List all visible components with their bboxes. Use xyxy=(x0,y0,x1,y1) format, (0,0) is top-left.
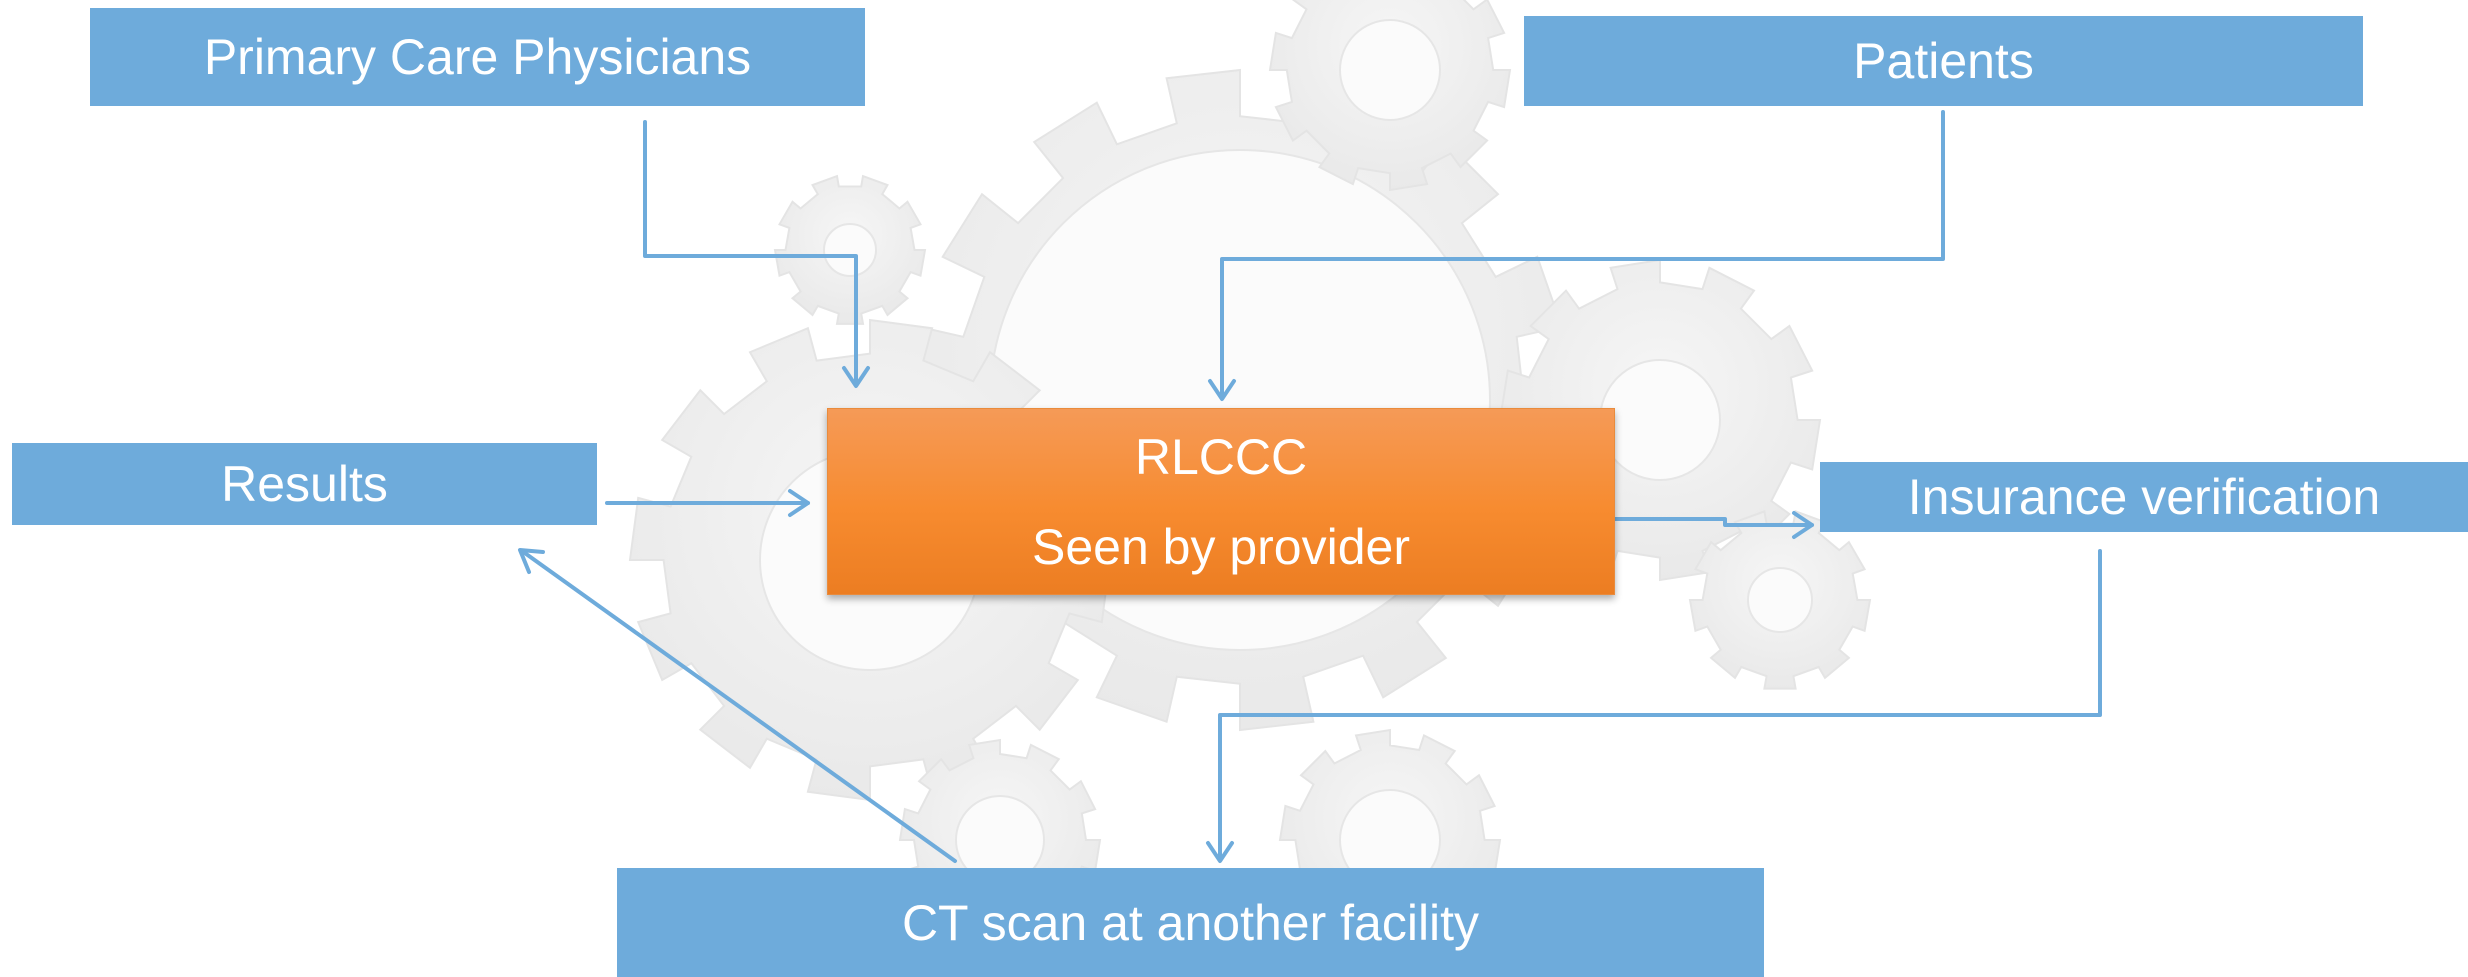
primary-care-physicians-label: Primary Care Physicians xyxy=(203,29,752,85)
insurance-verification-label: Insurance verification xyxy=(1907,469,2381,525)
patients-box: Patients xyxy=(1524,16,2363,106)
gear-small-right-hub xyxy=(1747,567,1813,633)
arrowhead-insurance xyxy=(1792,511,1814,539)
seen-by-provider-label: Seen by provider xyxy=(1031,518,1410,575)
patients-label: Patients xyxy=(1853,33,2034,89)
arrowhead-patients xyxy=(1208,379,1236,401)
arrowhead-primary-care xyxy=(842,366,870,388)
connector-insurance-to-ct xyxy=(1218,549,2102,862)
ct-scan-label: CT scan at another facility xyxy=(901,894,1480,951)
connector-center-to-insurance xyxy=(1613,517,1814,527)
arrowhead-ct xyxy=(1206,841,1234,863)
rlccc-label: RLCCC xyxy=(1134,428,1308,485)
arrowhead-results xyxy=(788,489,810,517)
arrowhead-results-return xyxy=(518,548,545,574)
results-label: Results xyxy=(221,456,388,512)
ct-scan-box: CT scan at another facility xyxy=(617,868,1764,977)
gear-small-upper-left-hub xyxy=(823,223,877,277)
connector-primary-care-to-center xyxy=(643,120,858,387)
insurance-verification-box: Insurance verification xyxy=(1820,462,2468,532)
rlccc-provider-box: RLCCC Seen by provider xyxy=(827,408,1615,595)
results-box: Results xyxy=(12,443,597,525)
connector-ct-to-results xyxy=(520,549,957,863)
primary-care-physicians-box: Primary Care Physicians xyxy=(90,8,865,106)
connector-patients-to-center xyxy=(1220,110,1945,400)
gear-top-hub xyxy=(1339,19,1441,121)
